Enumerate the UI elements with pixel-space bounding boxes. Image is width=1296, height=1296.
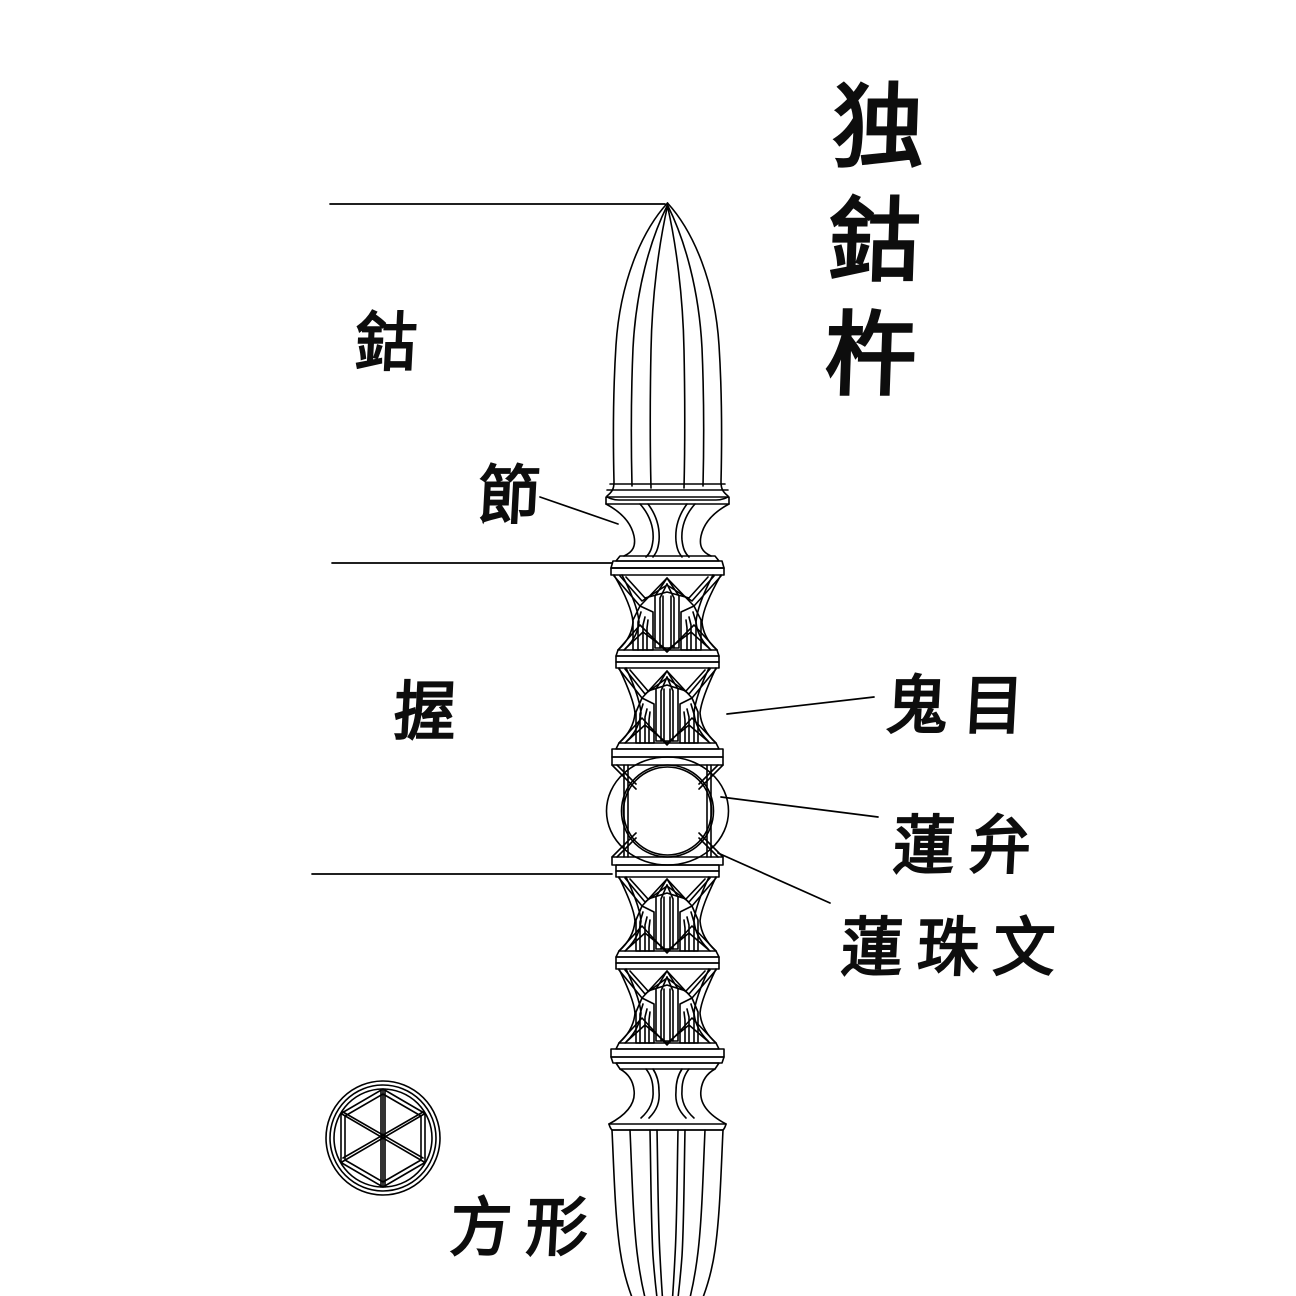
leader-setsu (539, 496, 619, 525)
cross-section-diagram (325, 1080, 441, 1196)
leader-renju (717, 852, 831, 904)
label-renben: 蓮弁 (891, 807, 1048, 884)
lower-lotus-band-2 (610, 962, 725, 1058)
upper-lotus-band-2 (611, 661, 724, 758)
upper-lotus-band-1 (610, 567, 725, 663)
label-ko: 鈷 (353, 304, 420, 381)
page-title: 独鈷杵 (806, 78, 927, 420)
lower-blade (608, 1123, 727, 1296)
lower-collar (608, 1056, 727, 1131)
label-setsu: 節 (476, 457, 543, 534)
leader-renben (720, 796, 879, 818)
upper-collar (605, 496, 730, 569)
label-nigiri: 握 (392, 673, 459, 750)
label-hokei: 方形 (448, 1189, 605, 1266)
center-sphere (605, 756, 730, 872)
leader-lines (311, 203, 879, 904)
lower-lotus-band-1 (615, 870, 720, 964)
upper-blade (606, 202, 729, 501)
label-kimoku: 鬼目 (884, 667, 1041, 744)
label-renju: 蓮珠文 (839, 909, 1072, 986)
leader-kimoku (726, 696, 875, 715)
